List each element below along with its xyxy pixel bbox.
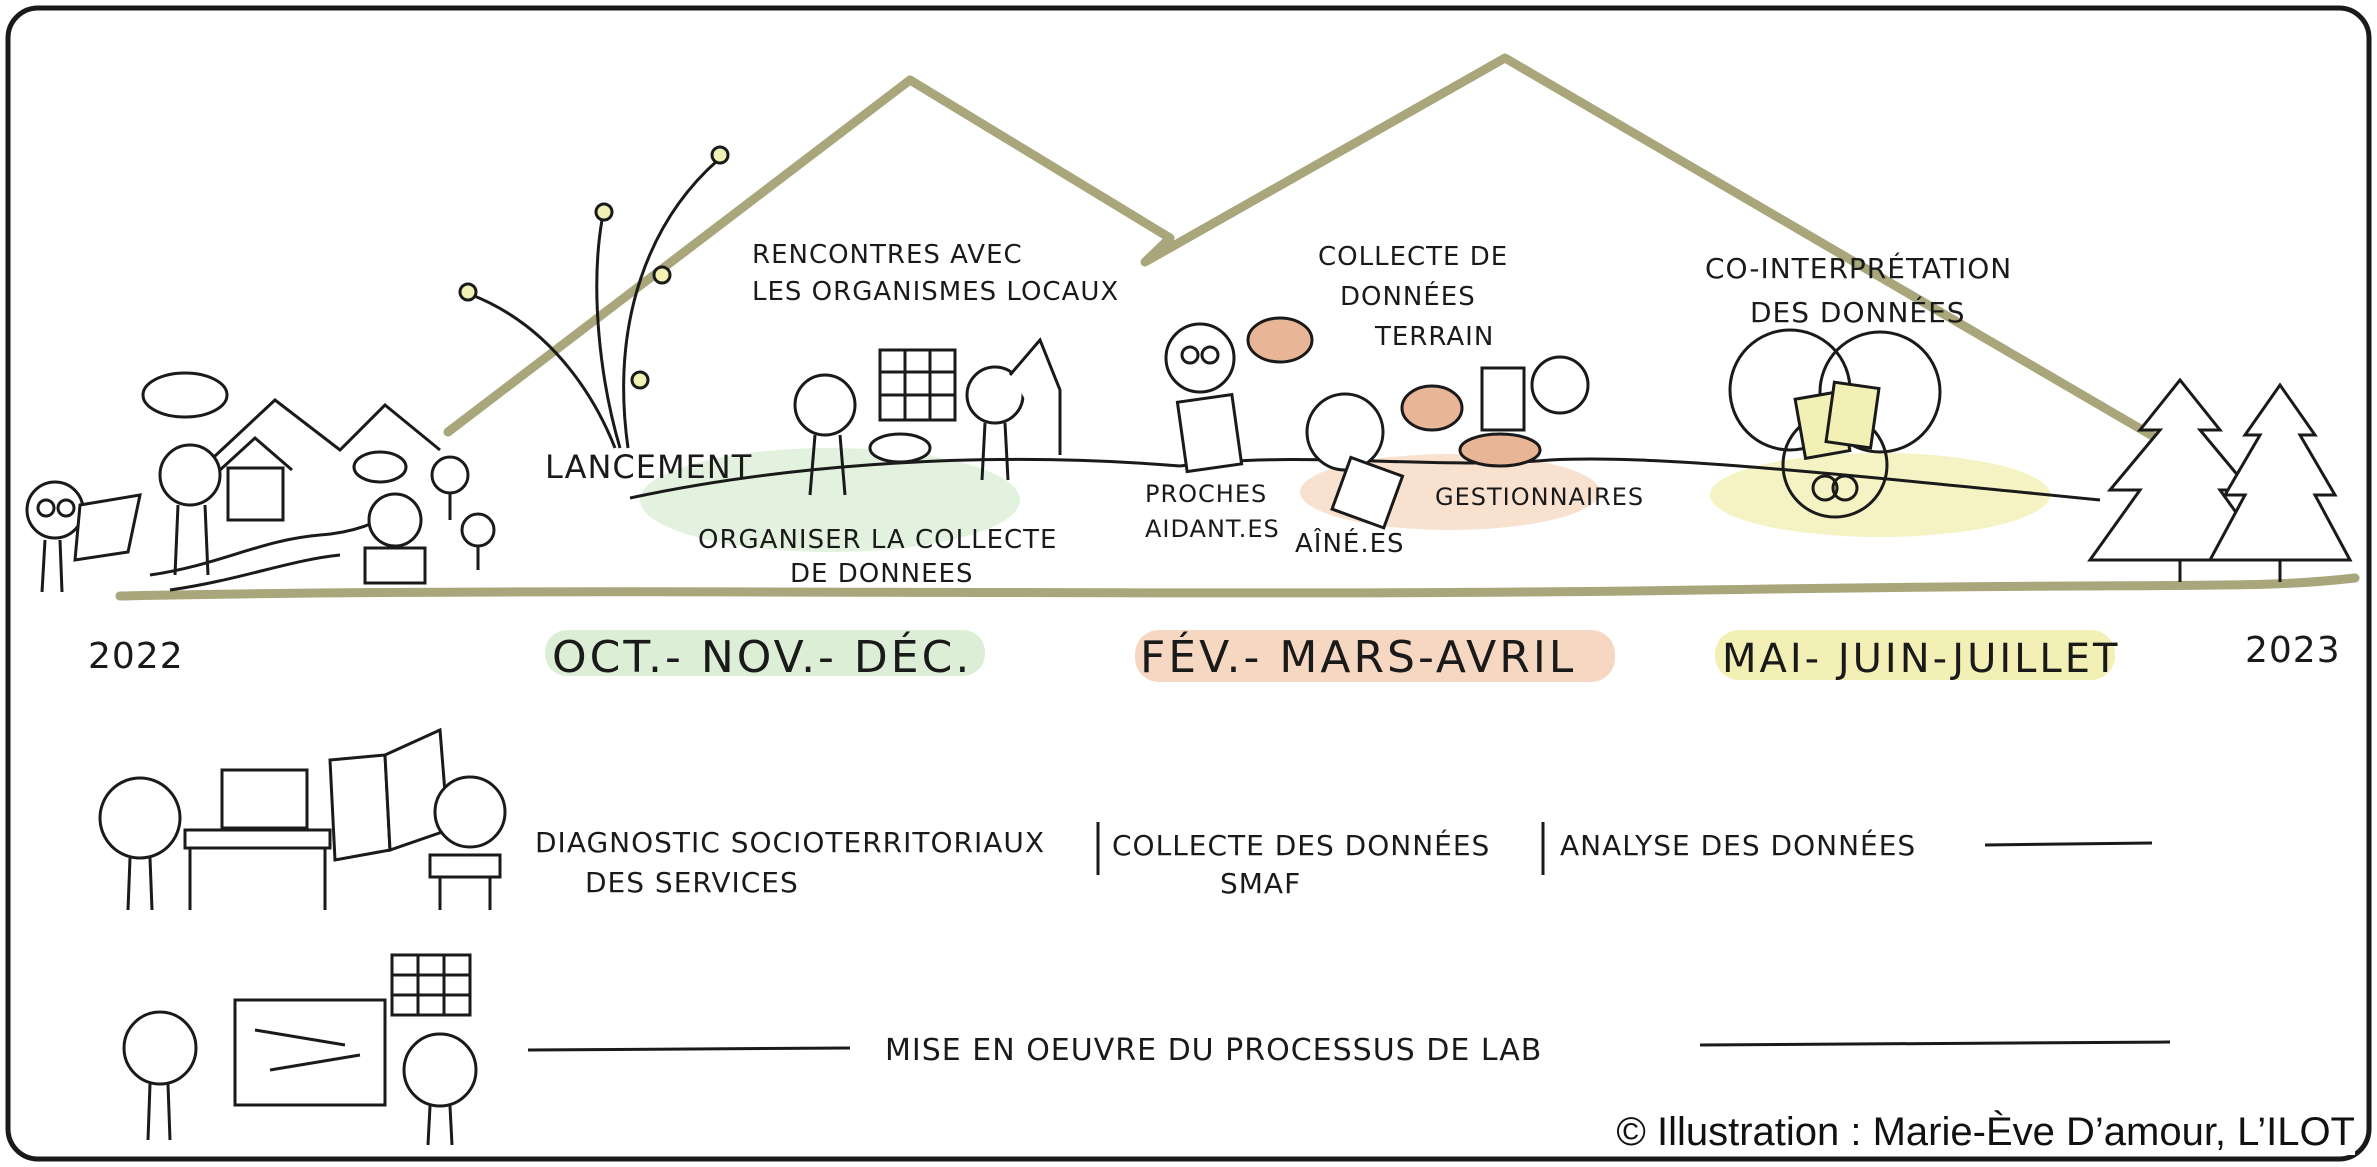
- start-year: 2022: [88, 636, 184, 677]
- launch-label: LANCEMENT: [545, 448, 752, 486]
- field-label-line2: DONNÉES: [1340, 280, 1476, 312]
- interpretation-scene: [1728, 328, 1942, 519]
- interpretation-label-line1: CO-INTERPRÉTATION: [1705, 251, 2012, 285]
- organize-label-line2: DE DONNEES: [790, 559, 973, 589]
- pine-trees: [2087, 377, 2353, 582]
- field-label-line3: TERRAIN: [1374, 322, 1494, 352]
- managers-label: GESTIONNAIRES: [1435, 483, 1644, 511]
- highlight-yellow-month: [1715, 630, 2115, 680]
- collect-label-line2: SMAF: [1220, 867, 1301, 900]
- diagnostic-label-line2: DES SERVICES: [585, 866, 799, 899]
- illustration-credit: © Illustration : Marie-Ève D’amour, L’IL…: [1616, 1110, 2355, 1155]
- caregivers-label-line2: AIDANT.ES: [1145, 515, 1280, 543]
- villager-people: [25, 443, 427, 593]
- meetings-label-line1: RENCONTRES AVEC: [752, 240, 1023, 270]
- highlight-green-ground: [640, 448, 1020, 552]
- highlight-yellow-ground: [1710, 453, 2050, 537]
- meetings-label-line2: LES ORGANISMES LOCAUX: [752, 277, 1119, 307]
- diagnostic-label-line1: DIAGNOSTIC SOCIOTERRITORIAUX: [535, 826, 1045, 859]
- field-label-line1: COLLECTE DE: [1318, 242, 1508, 272]
- collect-label-line1: COLLECTE DES DONNÉES: [1112, 828, 1490, 862]
- analysis-label: ANALYSE DES DONNÉES: [1560, 828, 1916, 862]
- period-2: FÉV.- MARS-AVRIL: [1140, 630, 1576, 683]
- track1-continuation-line: [1984, 841, 2153, 847]
- period-1: OCT.- NOV.- DÉC.: [552, 630, 972, 683]
- organize-label-line1: ORGANISER LA COLLECTE: [698, 525, 1057, 555]
- track2-line-right: [1699, 1040, 2171, 1047]
- mountain-outline: [443, 53, 2185, 457]
- hill-line-mid: [1179, 457, 2101, 502]
- fireworks: [458, 145, 730, 449]
- track2-illustration: [122, 953, 478, 1146]
- period-3: MAI- JUIN-JUILLET: [1722, 636, 2120, 682]
- highlight-green-month: [545, 630, 985, 676]
- meeting-scene: [793, 337, 1062, 496]
- interpretation-label-line2: DES DONNÉES: [1750, 295, 1966, 329]
- field-collection-scene: [1164, 316, 1590, 530]
- caregivers-label-line1: PROCHES: [1145, 480, 1267, 508]
- village-scene: [141, 371, 496, 592]
- ground-line: [115, 573, 2360, 601]
- track1-illustration: [98, 727, 507, 911]
- elders-label: AÎNÉ.ES: [1295, 527, 1405, 559]
- track2-line-left: [527, 1046, 851, 1052]
- end-year: 2023: [2245, 630, 2341, 671]
- lab-process-label: MISE EN OEUVRE DU PROCESSUS DE LAB: [885, 1033, 1542, 1068]
- outer-frame: [5, 5, 2372, 1162]
- hill-line-left: [629, 457, 1181, 500]
- highlight-peach-month: [1135, 630, 1615, 682]
